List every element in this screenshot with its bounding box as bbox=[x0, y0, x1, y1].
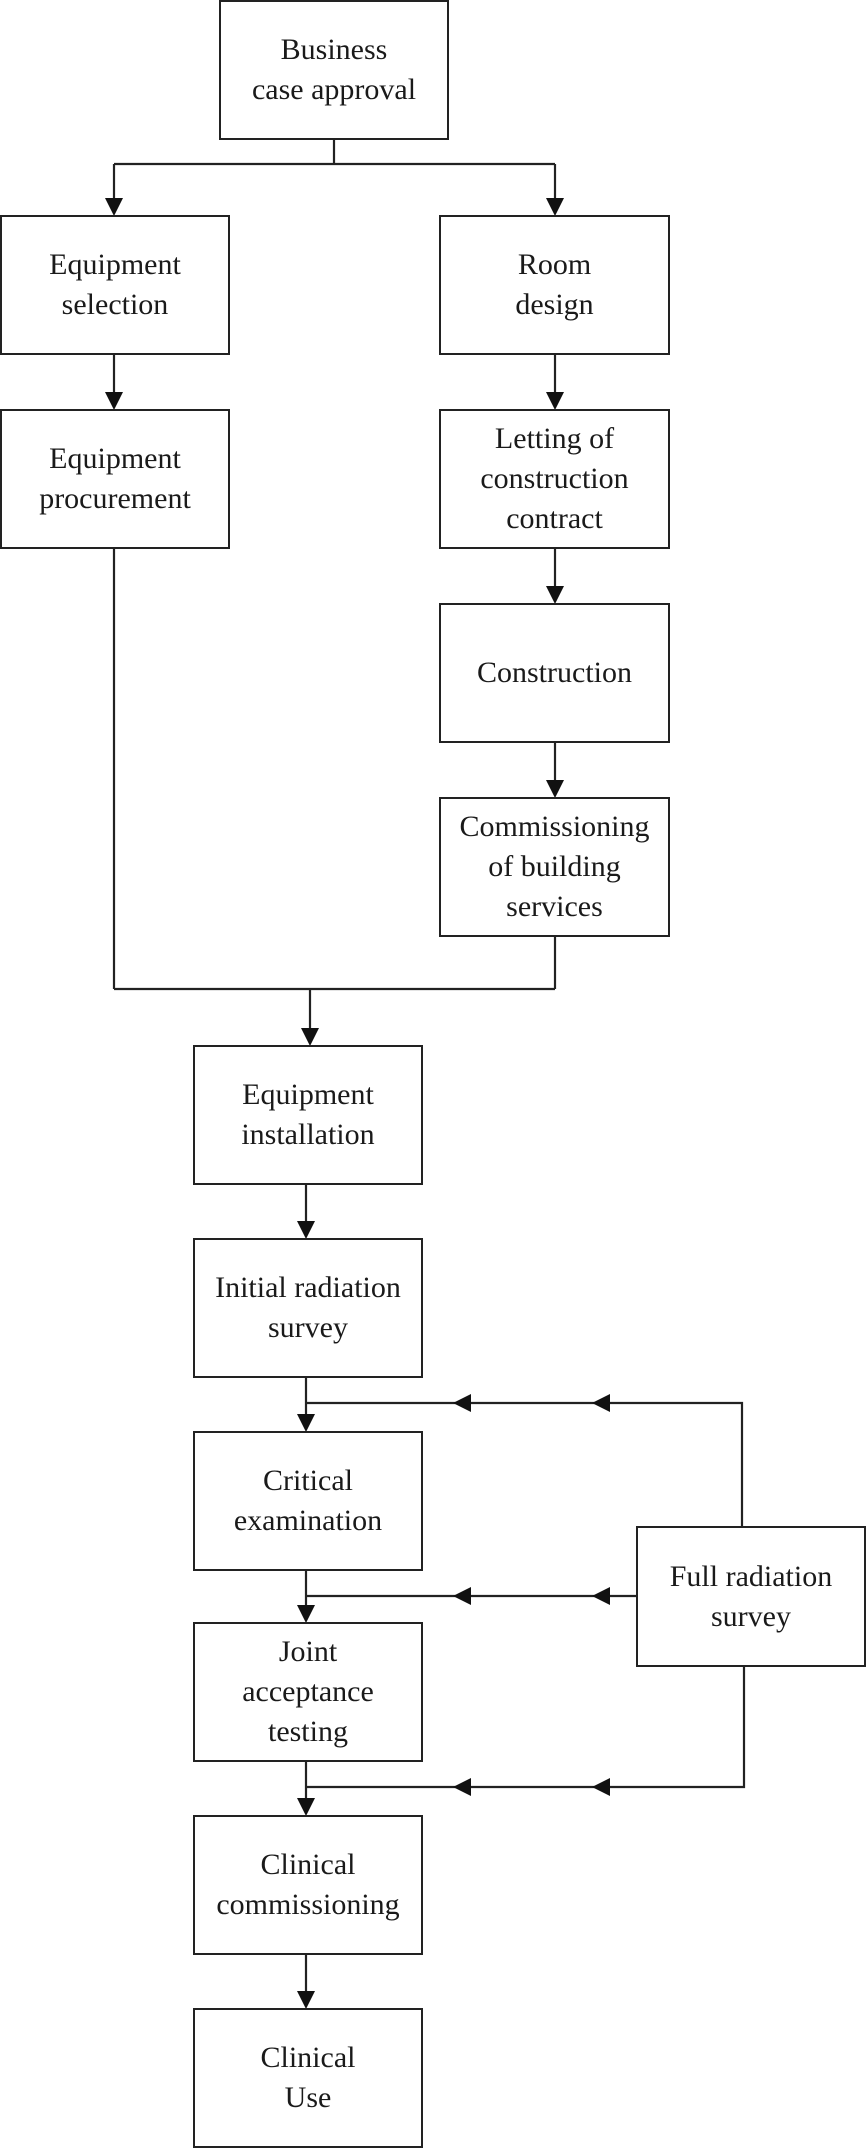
arrowhead-room-design bbox=[546, 198, 564, 216]
feedback-arrow-top-2 bbox=[592, 1394, 610, 1412]
node-label: Room design bbox=[515, 248, 594, 321]
feedback-arrow-bottom-2 bbox=[592, 1778, 610, 1796]
arrowhead-clinical-use bbox=[297, 1991, 315, 2009]
node-clinical-use: Clinical Use bbox=[193, 2008, 423, 2148]
feedback-arrow-middle-2 bbox=[592, 1587, 610, 1605]
arrowhead-construction bbox=[546, 586, 564, 604]
node-critical-examination: Critical examination bbox=[193, 1431, 423, 1571]
feedback-arrow-middle-1 bbox=[453, 1587, 471, 1605]
node-business-case-approval: Business case approval bbox=[219, 0, 449, 140]
feedback-line-top bbox=[306, 1401, 744, 1527]
node-label: Clinical commissioning bbox=[216, 1848, 400, 1921]
node-letting-of-construction-contract: Letting of construction contract bbox=[439, 409, 670, 549]
arrowhead-clinical-commissioning bbox=[297, 1798, 315, 1816]
node-label: Critical examination bbox=[233, 1464, 383, 1537]
feedback-arrow-bottom-1 bbox=[453, 1778, 471, 1796]
feedback-arrow-top-1 bbox=[453, 1394, 471, 1412]
node-construction: Construction bbox=[439, 603, 670, 743]
node-label: Initial radiation survey bbox=[215, 1271, 401, 1344]
node-equipment-procurement: Equipment procurement bbox=[0, 409, 230, 549]
node-joint-acceptance-testing: Joint acceptance testing bbox=[193, 1622, 423, 1762]
node-initial-radiation-survey: Initial radiation survey bbox=[193, 1238, 423, 1378]
feedback-line-bottom bbox=[306, 1666, 746, 1789]
node-label: Letting of construction contract bbox=[480, 422, 629, 535]
arrowhead-equipment-selection bbox=[105, 198, 123, 216]
node-label: Equipment selection bbox=[49, 248, 181, 321]
node-clinical-commissioning: Clinical commissioning bbox=[193, 1815, 423, 1955]
node-label: Full radiation survey bbox=[669, 1559, 833, 1633]
node-equipment-selection: Equipment selection bbox=[0, 215, 230, 355]
arrowhead-installation bbox=[301, 1028, 319, 1046]
node-room-design: Room design bbox=[439, 215, 670, 355]
arrowhead-joint-acceptance bbox=[297, 1605, 315, 1623]
node-label: Commissioning of building services bbox=[459, 810, 650, 923]
node-equipment-installation: Equipment installation bbox=[193, 1045, 423, 1185]
arrowhead-initial-survey bbox=[297, 1221, 315, 1239]
arrowhead-letting bbox=[546, 392, 564, 410]
node-label: Equipment procurement bbox=[39, 442, 191, 515]
node-label: Equipment installation bbox=[241, 1078, 375, 1151]
node-commissioning-of-building-services: Commissioning of building services bbox=[439, 797, 670, 937]
arrowhead-critical-examination bbox=[297, 1414, 315, 1432]
node-full-radiation-survey: Full radiation survey bbox=[636, 1526, 866, 1667]
node-label: Construction bbox=[477, 656, 632, 689]
node-label: Business case approval bbox=[251, 33, 417, 106]
arrowhead-procurement bbox=[105, 392, 123, 410]
node-label: Joint acceptance testing bbox=[242, 1635, 374, 1748]
node-label: Clinical Use bbox=[260, 2041, 356, 2114]
arrowhead-commissioning-building bbox=[546, 780, 564, 798]
